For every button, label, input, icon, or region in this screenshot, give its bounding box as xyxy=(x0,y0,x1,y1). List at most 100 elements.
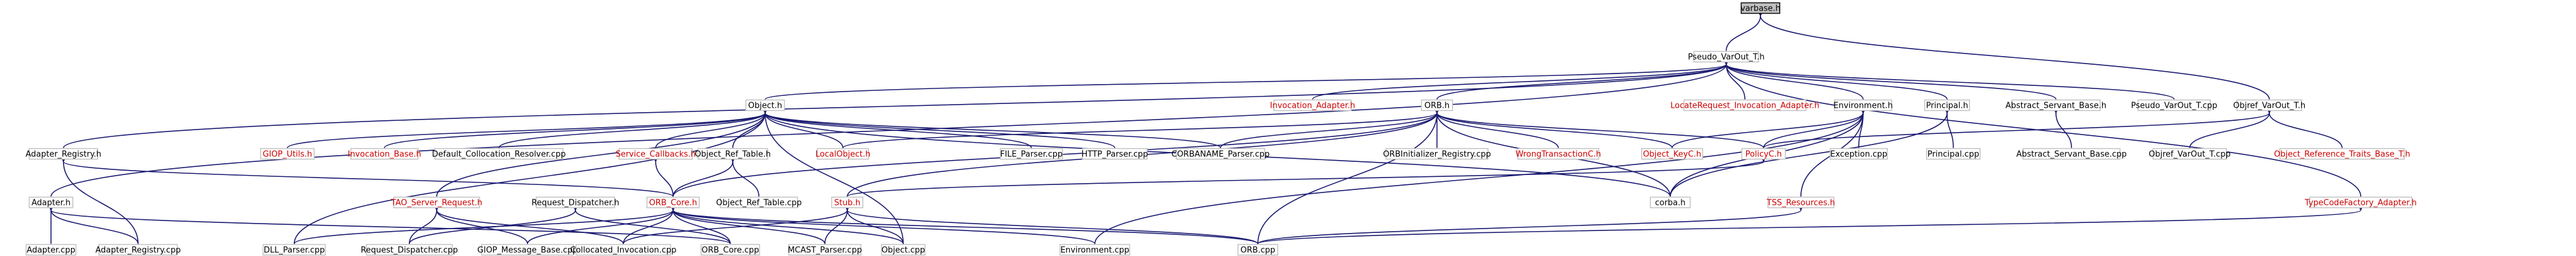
edge-object_cpp-to-orb_core_h xyxy=(669,204,904,244)
node-box xyxy=(98,244,178,256)
node-tao-server-request-h[interactable]: TAO_Server_Request.h xyxy=(391,196,483,209)
node-orb-h[interactable]: ORB.h xyxy=(1421,99,1453,111)
node-label: Object.h xyxy=(748,102,783,111)
node-objref-varout-t-h[interactable]: Objref_VarOut_T.h xyxy=(2233,99,2305,111)
node-label: Abstract_Servant_Base.cpp xyxy=(2016,150,2127,159)
node-default-collocation-resolver-cpp[interactable]: Default_Collocation_Resolver.cpp xyxy=(432,148,566,160)
edge-localobject_h-to-orb_h xyxy=(842,107,1441,149)
node-box xyxy=(646,196,700,209)
node-pseudo-varout-t-cpp[interactable]: Pseudo_VarOut_T.cpp xyxy=(2131,99,2218,111)
node-orb-core-h[interactable]: ORB_Core.h xyxy=(646,196,700,209)
node-pseudo-varout-t-h[interactable]: Pseudo_VarOut_T.h xyxy=(1688,50,1765,63)
node-file-parser-cpp[interactable]: FILE_Parser.cpp xyxy=(1000,148,1063,160)
node-corba-h[interactable]: corba.h xyxy=(1650,196,1691,209)
edge-tao_server_request_h-to-object_h xyxy=(436,107,769,197)
node-label: Principal.h xyxy=(1926,102,1968,111)
node-tss-resources-h[interactable]: TSS_Resources.h xyxy=(1766,196,1835,209)
node-wrongtransactionc-h[interactable]: WrongTransactionC.h xyxy=(1515,148,1601,160)
edge-request_dispatcher_cpp-to-tao_server_request_h xyxy=(409,204,440,244)
edge-dll_parser_cpp-to-object_h xyxy=(294,107,769,244)
node-environment-cpp[interactable]: Environment.cpp xyxy=(1059,244,1130,256)
edge-adapter_registry_cpp-to-adapter_h xyxy=(47,204,139,244)
node-orb-core-cpp[interactable]: ORB_Core.cpp xyxy=(700,244,760,256)
node-label: Object_Reference_Traits_Base_T.h xyxy=(2274,150,2410,159)
dependency-edges xyxy=(47,9,2365,245)
node-giop-message-base-cpp[interactable]: GIOP_Message_Base.cpp xyxy=(477,244,578,256)
node-label: DLL_Parser.cpp xyxy=(264,246,325,255)
node-locaterequest-h[interactable]: LocateRequest_Invocation_Adapter.h xyxy=(1670,99,1820,111)
node-box xyxy=(1273,99,1352,111)
node-service-callbacks-h[interactable]: Service_Callbacks.h xyxy=(616,148,696,160)
node-object-h[interactable]: Object.h xyxy=(745,99,785,111)
node-object-ref-table-h[interactable]: Object_Ref_Table.h xyxy=(695,148,771,160)
node-label: Environment.cpp xyxy=(1061,246,1130,255)
node-box xyxy=(26,244,77,256)
node-localobject-h[interactable]: LocalObject.h xyxy=(816,148,870,160)
node-abstract-servant-base-h[interactable]: Abstract_Servant_Base.h xyxy=(2006,99,2106,111)
node-adapter-registry-h[interactable]: Adapter_Registry.h xyxy=(26,148,101,160)
node-principal-cpp[interactable]: Principal.cpp xyxy=(1926,148,1981,160)
node-collocated-invocation-cpp[interactable]: Collocated_Invocation.cpp xyxy=(570,244,677,256)
node-environment-h[interactable]: Environment.h xyxy=(1833,99,1893,111)
node-label: Service_Callbacks.h xyxy=(616,150,696,159)
node-object-keyc-h[interactable]: Object_KeyC.h xyxy=(1641,148,1703,160)
edge-environment_h-to-pseudo_varout_t_h xyxy=(1723,58,1864,100)
edge-object_cpp-to-stub_h xyxy=(844,204,904,244)
node-label: MCAST_Parser.cpp xyxy=(788,246,862,255)
node-label: Adapter.cpp xyxy=(27,246,75,255)
node-request-dispatcher-cpp[interactable]: Request_Dispatcher.cpp xyxy=(361,244,458,256)
edge-orb_core_h-to-adapter_registry_h xyxy=(60,155,674,197)
edge-orb_cpp-to-tss_resources_h xyxy=(1257,204,1805,245)
node-label: Adapter_Registry.cpp xyxy=(95,246,180,255)
node-principal-h[interactable]: Principal.h xyxy=(1924,99,1970,111)
node-typecodefactory-adapter-h[interactable]: TypeCodeFactory_Adapter.h xyxy=(2304,196,2417,209)
node-giop-utils-h[interactable]: GIOP_Utils.h xyxy=(260,148,315,160)
node-objref-varout-t-cpp[interactable]: Objref_VarOut_T.cpp xyxy=(2149,148,2231,160)
edge-pseudo_varout_t_h-to-varbase_h xyxy=(1726,9,1764,51)
node-object-cpp[interactable]: Object.cpp xyxy=(881,244,926,256)
node-box xyxy=(788,244,862,256)
edge-wrongtransactionc_h-to-orb_h xyxy=(1433,107,1559,148)
node-adapter-registry-cpp[interactable]: Adapter_Registry.cpp xyxy=(95,244,181,256)
edge-orb_core_cpp-to-adapter_h xyxy=(47,204,731,245)
node-adapter-h[interactable]: Adapter.h xyxy=(29,196,73,209)
node-invocation-adapter-h[interactable]: Invocation_Adapter.h xyxy=(1270,99,1355,111)
node-label: ORB_Core.cpp xyxy=(702,246,760,255)
node-label: Request_Dispatcher.cpp xyxy=(361,246,458,255)
edge-orb_cpp-to-typecodefactory_adapter_h xyxy=(1257,204,2365,245)
node-box xyxy=(1683,99,1806,111)
edge-objref_varout_t_h-to-varbase_h xyxy=(1757,9,2270,100)
edge-collocated_invocation_cpp-to-tao_server_request_h xyxy=(433,204,624,244)
node-box xyxy=(1767,196,1834,209)
node-box xyxy=(434,148,564,160)
node-http-parser-cpp[interactable]: HTTP_Parser.cpp xyxy=(1081,148,1148,160)
node-dll-parser-cpp[interactable]: DLL_Parser.cpp xyxy=(263,244,326,256)
node-invocation-base-h[interactable]: Invocation_Base.h xyxy=(348,148,421,160)
node-box xyxy=(366,244,453,256)
node-policyc-h[interactable]: PolicyC.h xyxy=(1741,148,1786,160)
node-label: ORBInitializer_Registry.cpp xyxy=(1383,150,1491,159)
node-mcast-parser-cpp[interactable]: MCAST_Parser.cpp xyxy=(788,244,862,256)
node-orbinitializer-registry-cpp[interactable]: ORBInitializer_Registry.cpp xyxy=(1383,148,1491,160)
edge-locaterequest_h-to-pseudo_varout_t_h xyxy=(1723,58,1746,100)
node-orb-cpp[interactable]: ORB.cpp xyxy=(1237,244,1278,256)
node-adapter-cpp[interactable]: Adapter.cpp xyxy=(26,244,77,256)
node-request-dispatcher-h[interactable]: Request_Dispatcher.h xyxy=(532,196,620,209)
edge-principal_h-to-pseudo_varout_t_h xyxy=(1723,58,1948,100)
node-label: WrongTransactionC.h xyxy=(1515,150,1601,159)
node-object-reference-traits-base-t-h[interactable]: Object_Reference_Traits_Base_T.h xyxy=(2274,148,2411,160)
edge-service_callbacks_h-to-object_h xyxy=(655,107,769,148)
node-label: Invocation_Base.h xyxy=(348,150,421,159)
node-label: ORB_Core.h xyxy=(649,199,697,208)
node-object-ref-table-cpp[interactable]: Object_Ref_Table.cpp xyxy=(716,196,802,209)
node-varbase-h[interactable]: varbase.h xyxy=(1741,2,1780,14)
node-abstract-servant-base-cpp[interactable]: Abstract_Servant_Base.cpp xyxy=(2016,148,2127,160)
node-box xyxy=(260,148,315,160)
node-box xyxy=(263,244,326,256)
node-stub-h[interactable]: Stub.h xyxy=(831,196,863,209)
edge-corbaname_parser_cpp-to-object_h xyxy=(761,107,1221,149)
node-corbaname-parser-cpp[interactable]: CORBANAME_Parser.cpp xyxy=(1171,148,1270,160)
node-label: GIOP_Message_Base.cpp xyxy=(477,246,577,255)
node-exception-cpp[interactable]: Exception.cpp xyxy=(1830,148,1888,160)
node-box xyxy=(1082,148,1148,160)
